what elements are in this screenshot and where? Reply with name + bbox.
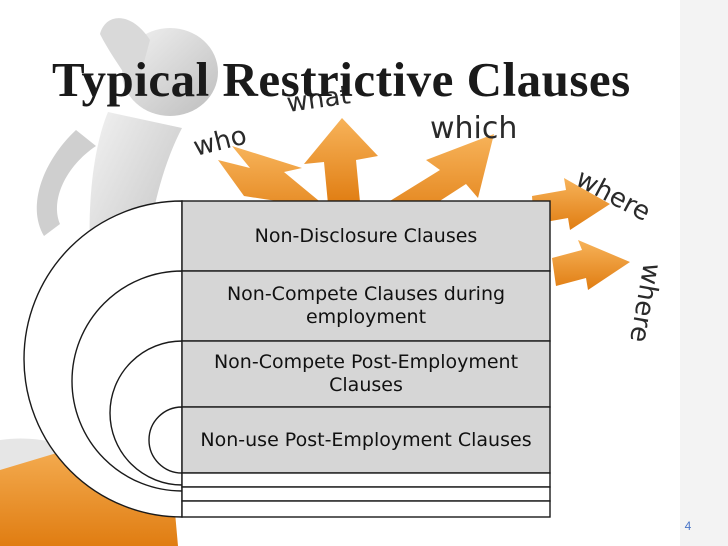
arrow-what-icon [304, 118, 378, 204]
empty-strip-3 [181, 500, 551, 518]
slide-title: Typical Restrictive Clauses [52, 52, 631, 107]
clause-non-compete-during: Non-Compete Clauses during employment [226, 283, 506, 328]
arrow-where-2-icon [552, 240, 630, 290]
arrow-where-icon [532, 178, 610, 230]
right-margin-strip [680, 0, 728, 546]
clause-non-compete-post: Non-Compete Post-Employment Clauses [213, 351, 519, 396]
clause-box-bg-3 [181, 340, 551, 408]
clause-box-bg-2 [181, 270, 551, 342]
clause-non-use-post: Non-use Post-Employment Clauses [200, 428, 532, 451]
word-which: which [430, 111, 517, 146]
page-number: 4 [684, 519, 692, 533]
empty-strip-1 [181, 472, 551, 488]
empty-strip-2 [181, 486, 551, 502]
clause-box-bg-4 [181, 406, 551, 474]
arc-inner [148, 406, 183, 474]
clause-non-disclosure: Non-Disclosure Clauses [254, 224, 478, 247]
clause-box-bg-1 [181, 200, 551, 272]
